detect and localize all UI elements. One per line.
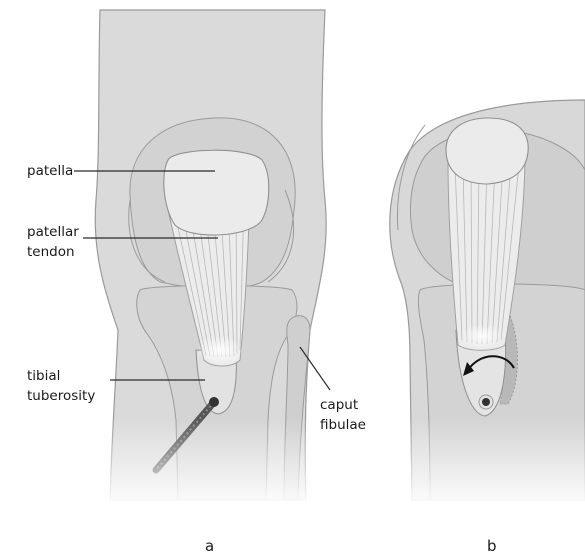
- label-patellar-tendon-1: patellar: [27, 224, 79, 240]
- label-tibial-tuberosity-2: tuberosity: [27, 388, 95, 404]
- panel-a-illustration: [90, 0, 340, 510]
- label-tibial-tuberosity-1: tibial: [27, 368, 60, 384]
- label-patellar-tendon-2: tendon: [27, 244, 75, 260]
- panel-label-a: a: [205, 537, 214, 555]
- panel-b-illustration: [390, 0, 585, 510]
- label-caput-fibulae-1: caput: [320, 397, 358, 413]
- label-patella: patella: [27, 163, 73, 179]
- panel-label-b: b: [487, 537, 497, 555]
- label-caput-fibulae-2: fibulae: [320, 417, 366, 433]
